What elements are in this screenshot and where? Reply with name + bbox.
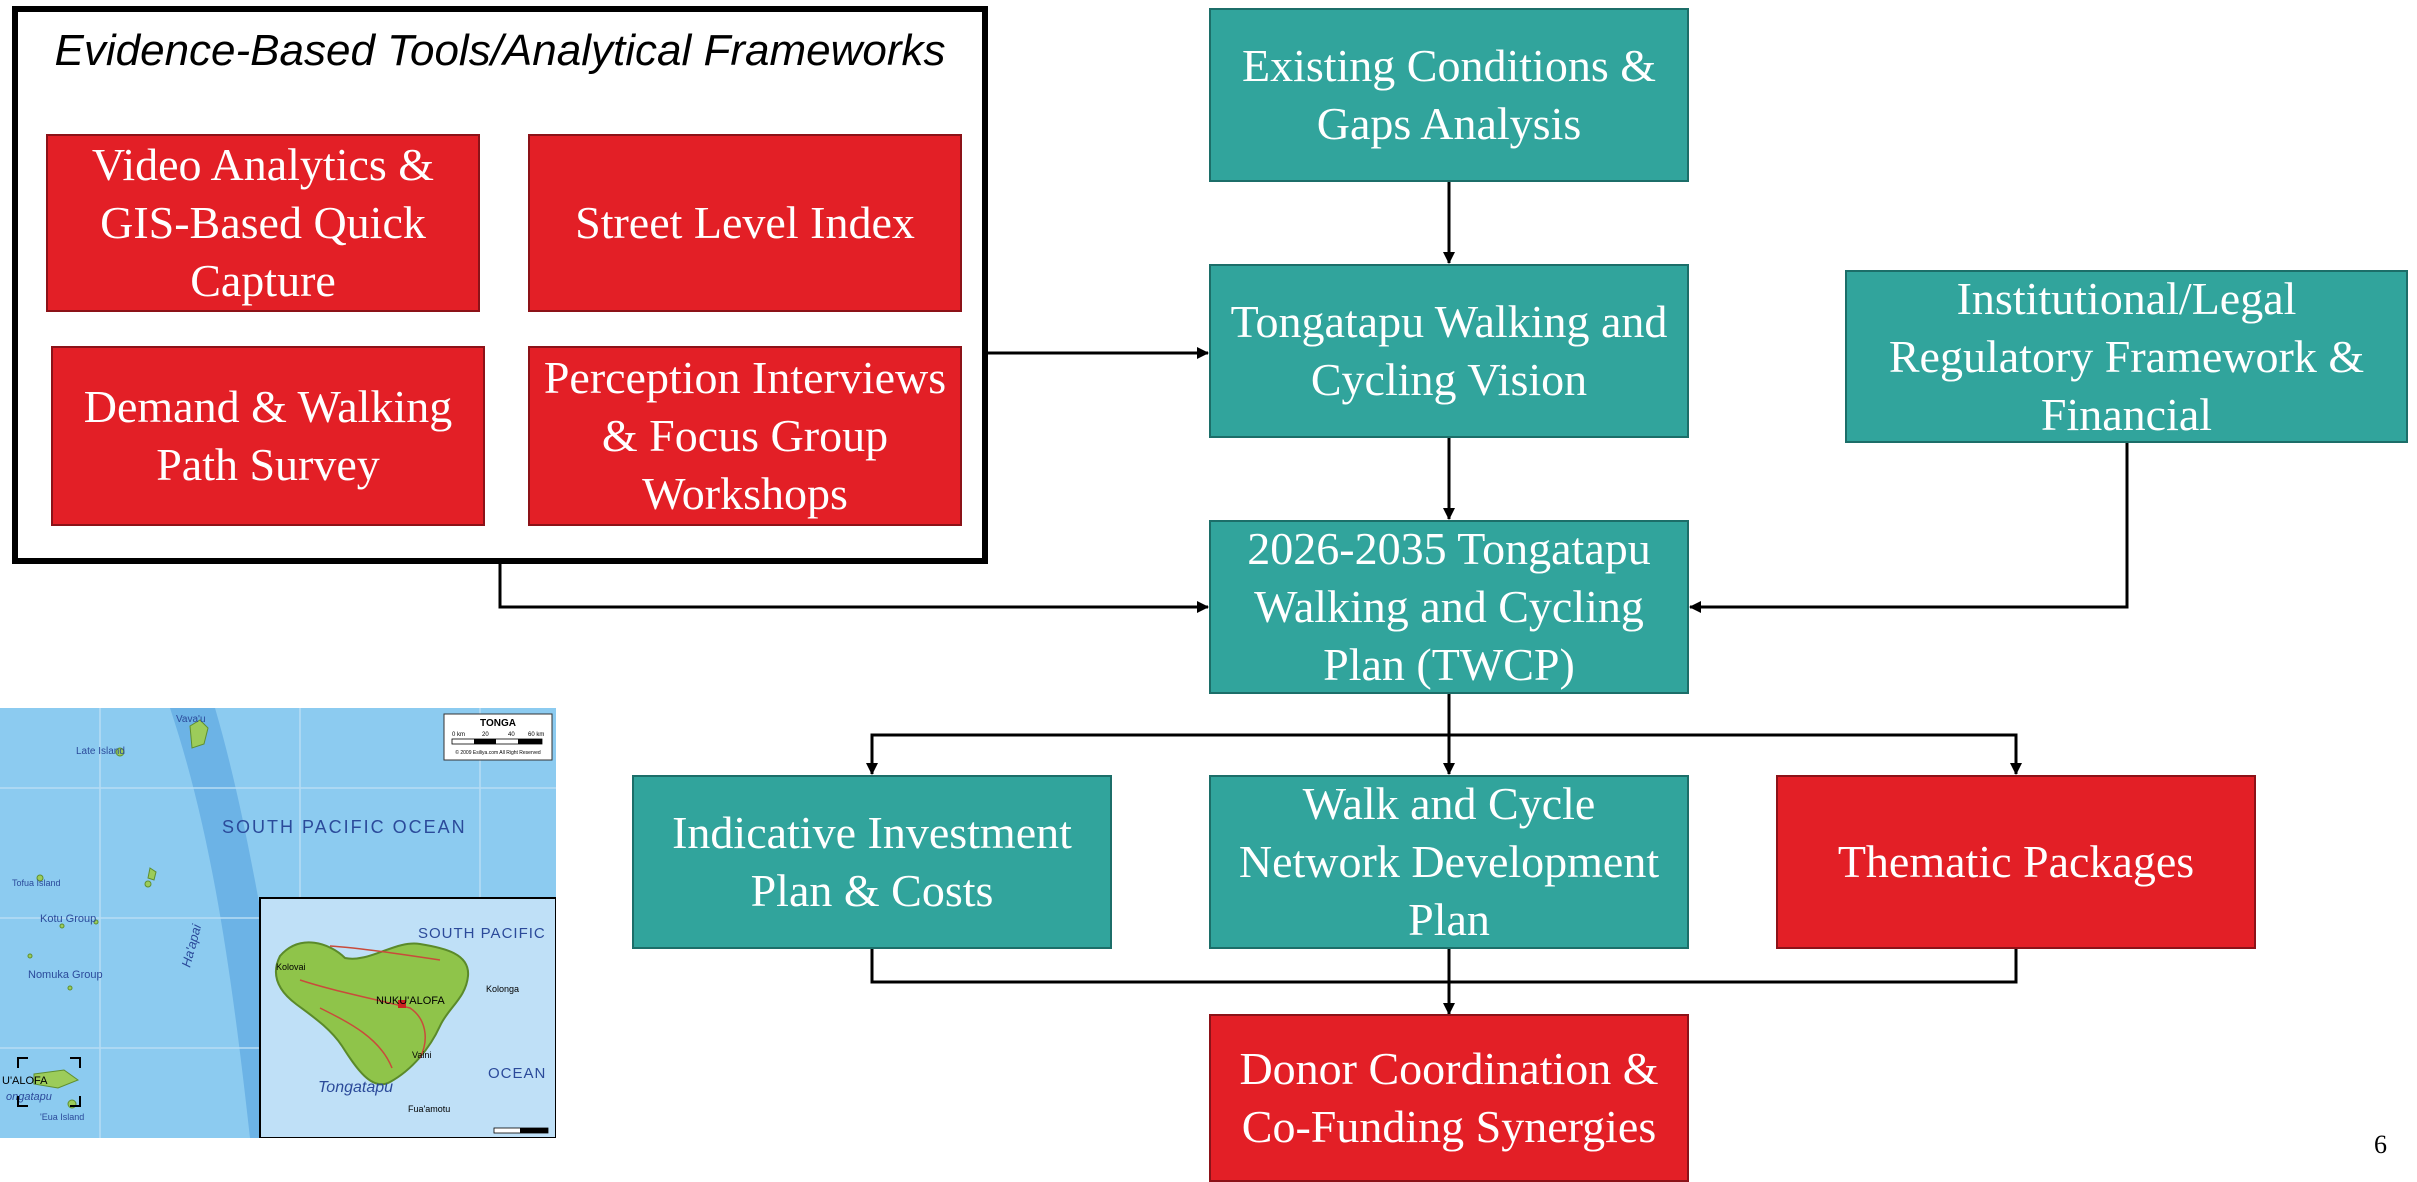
- node-twcp-plan[interactable]: 2026-2035 Tongatapu Walking and Cycling …: [1209, 520, 1689, 694]
- node-institutional[interactable]: Institutional/Legal Regulatory Framework…: [1845, 270, 2408, 443]
- tool-video-analytics[interactable]: Video Analytics & GIS-Based Quick Captur…: [46, 134, 480, 312]
- legend-credit: © 2009 Esiliya.com All Right Reserved: [455, 749, 541, 756]
- node-thematic-packages[interactable]: Thematic Packages: [1776, 775, 2256, 949]
- label-kolonga: Kolonga: [486, 984, 519, 994]
- label-nomuka: Nomuka Group: [28, 969, 103, 981]
- label-fuaamotu: Fua'amotu: [408, 1104, 450, 1114]
- node-network-plan[interactable]: Walk and Cycle Network Development Plan: [1209, 775, 1689, 949]
- island-vavau: [189, 719, 209, 749]
- label-tongatapu: Tongatapu: [318, 1079, 393, 1096]
- svg-text:20: 20: [482, 732, 489, 738]
- svg-text:60 km: 60 km: [528, 732, 544, 738]
- tonga-map: Vava'u Late Island Tofua Island Kotu Gro…: [0, 708, 556, 1138]
- arrow-plan-to-investment: [866, 733, 1449, 775]
- label-vavau: Vava'u: [176, 714, 206, 725]
- label-south-pacific-ocean: SOUTH PACIFIC OCEAN: [222, 817, 467, 837]
- label-tongatapu-small: ongatapu: [6, 1091, 52, 1103]
- label-late: Late Island: [76, 746, 125, 757]
- node-donor-coordination[interactable]: Donor Coordination & Co-Funding Synergie…: [1209, 1014, 1689, 1182]
- line-investment-bottom: [870, 949, 2018, 984]
- label-nuku-small: U'ALOFA: [2, 1075, 48, 1087]
- label-kotu: Kotu Group: [40, 913, 96, 925]
- map-legend: TONGA 0 km 20 40 60 km © 2009 Esiliya.co…: [443, 713, 553, 761]
- label-eua-small: 'Eua Island: [40, 1112, 84, 1122]
- label-south-pacific-inset: SOUTH PACIFIC: [418, 925, 546, 942]
- map-inset: SOUTH PACIFIC OCEAN Tongatapu NUKU'ALOFA…: [259, 897, 556, 1138]
- map-locator: [17, 1057, 81, 1107]
- arrow-institutional-to-plan: [1689, 443, 2129, 613]
- tool-perception-interviews[interactable]: Perception Interviews & Focus Group Work…: [528, 346, 962, 526]
- island-tongatapu: [275, 941, 470, 1086]
- tool-street-level-index[interactable]: Street Level Index: [528, 134, 962, 312]
- arrow-plan-to-thematic: [1449, 733, 2022, 775]
- label-nukualofa: NUKU'ALOFA: [376, 995, 445, 1007]
- arrow-frame-to-plan: [498, 564, 1209, 613]
- svg-text:40: 40: [508, 732, 515, 738]
- label-ocean-inset: OCEAN: [488, 1065, 546, 1082]
- legend-title: TONGA: [480, 718, 516, 729]
- node-existing-conditions[interactable]: Existing Conditions & Gaps Analysis: [1209, 8, 1689, 182]
- node-vision[interactable]: Tongatapu Walking and Cycling Vision: [1209, 264, 1689, 438]
- frame-title: Evidence-Based Tools/Analytical Framewor…: [54, 26, 946, 75]
- svg-text:0 km: 0 km: [452, 732, 465, 738]
- label-kolovai: Kolovai: [276, 962, 306, 972]
- island-tongatapu-small: [33, 1069, 80, 1089]
- label-tofua: Tofua Island: [12, 878, 61, 888]
- label-vaini: Vaini: [412, 1050, 431, 1060]
- node-investment-plan[interactable]: Indicative Investment Plan & Costs: [632, 775, 1112, 949]
- page-number: 6: [2374, 1130, 2387, 1159]
- tool-demand-survey[interactable]: Demand & Walking Path Survey: [51, 346, 485, 526]
